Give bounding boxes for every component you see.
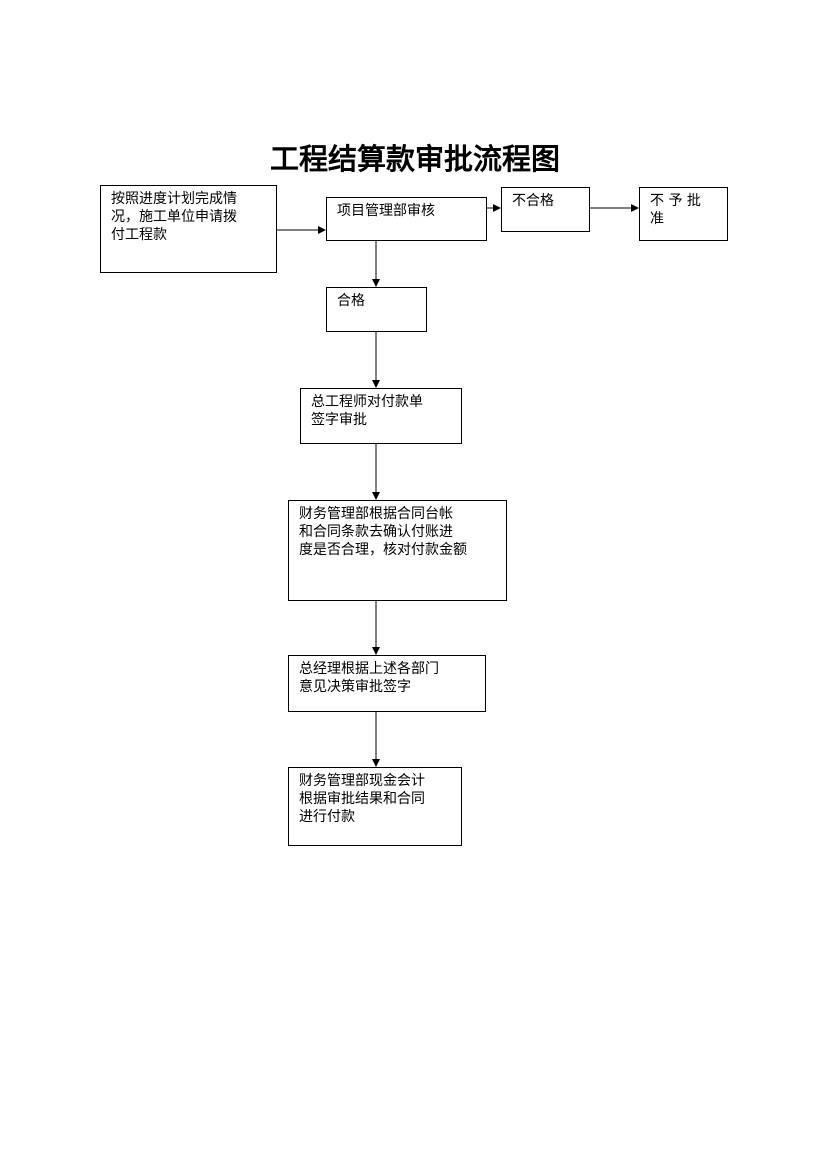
node-payment: 财务管理部现金会计 根据审批结果和合同 进行付款 (288, 767, 462, 846)
node-pass: 合格 (326, 287, 427, 332)
node-project-review: 项目管理部审核 (326, 197, 487, 241)
node-reject: 不 予 批 准 (639, 187, 728, 241)
node-finance-check: 财务管理部根据合同台帐 和合同条款去确认付账进 度是否合理，核对付款金额 (288, 500, 507, 601)
page-title: 工程结算款审批流程图 (269, 142, 560, 176)
node-fail: 不合格 (501, 187, 590, 232)
node-chief-engineer: 总工程师对付款单 签字审批 (300, 388, 462, 444)
node-apply: 按照进度计划完成情 况，施工单位申请拨 付工程款 (100, 185, 277, 273)
node-general-manager: 总经理根据上述各部门 意见决策审批签字 (288, 655, 486, 712)
